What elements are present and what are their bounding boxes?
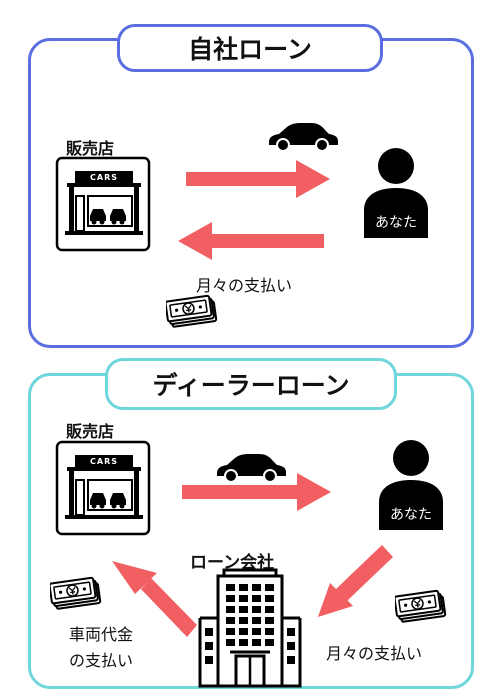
store-icon: CARS	[55, 156, 151, 252]
arrow-to-customer	[186, 160, 330, 198]
monthly-payment-label: 月々の支払い	[326, 644, 423, 663]
banknote-icon	[395, 589, 449, 629]
banknote-icon	[50, 576, 104, 616]
customer-label: あなた	[390, 507, 432, 523]
arrow-to-shop	[112, 561, 197, 637]
store-sign: CARS	[90, 173, 118, 182]
store-sign: CARS	[90, 457, 118, 466]
in-house-loan-title: 自社ローン	[117, 24, 383, 72]
office-building-icon	[198, 568, 302, 692]
arrow-to-customer	[182, 473, 331, 511]
dealer-loan-title: ディーラーローン	[105, 358, 397, 410]
shop-label: 販売店	[66, 139, 115, 158]
loan-company-label: ローン会社	[190, 553, 275, 573]
arrow-to-loan-company	[318, 545, 393, 617]
vehicle-payment-label: 車両代金 の支払い	[55, 622, 147, 674]
shop-label: 販売店	[66, 422, 115, 441]
customer-label: あなた	[375, 215, 417, 231]
vehicle-payment-line1: 車両代金	[68, 625, 133, 644]
vehicle-payment-line2: の支払い	[68, 651, 133, 670]
store-icon: CARS	[55, 440, 151, 536]
monthly-payment-label: 月々の支払い	[196, 276, 293, 295]
arrow-to-shop	[178, 222, 324, 260]
person-icon: あなた	[373, 440, 449, 530]
person-icon: あなた	[358, 148, 434, 238]
